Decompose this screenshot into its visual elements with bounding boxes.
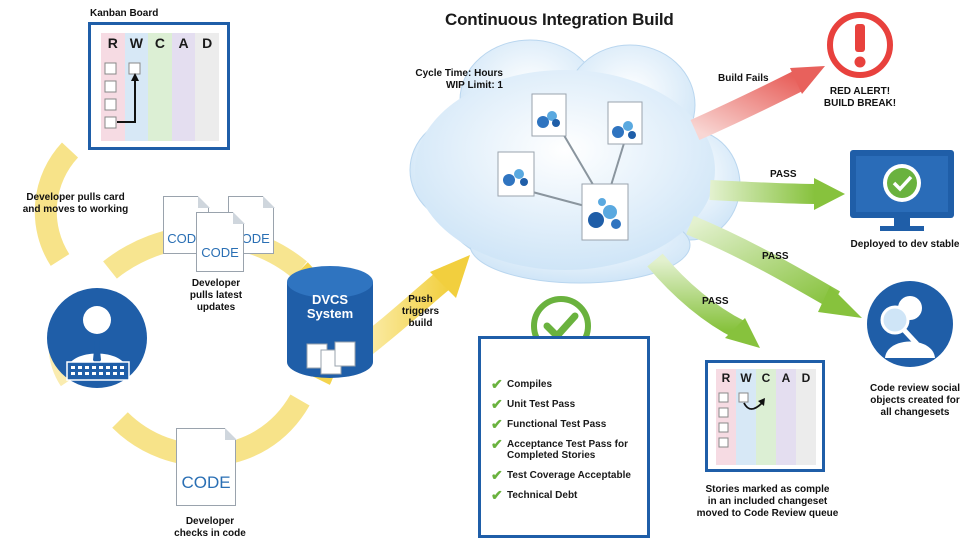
push-triggers-label: Push triggers build bbox=[401, 294, 440, 329]
monitor-icon bbox=[850, 150, 954, 231]
gear-document-icon bbox=[531, 93, 567, 137]
check-icon: ✔ bbox=[491, 487, 503, 503]
kanban-col-a: A bbox=[171, 33, 196, 141]
code-review-label: Code review social objects created for a… bbox=[869, 383, 961, 418]
dvcs-label: DVCS System bbox=[306, 292, 354, 321]
pass-label-stories: PASS bbox=[702, 296, 729, 307]
checklist-items: ✔Compiles ✔Unit Test Pass ✔Functional Te… bbox=[491, 376, 639, 503]
checklist-item: ✔Technical Debt bbox=[491, 487, 578, 503]
kanban-col-w: W bbox=[124, 33, 149, 141]
kanban-board-top: R W C A D bbox=[88, 22, 230, 150]
check-icon: ✔ bbox=[491, 436, 503, 452]
build-checklist: ✔Compiles ✔Unit Test Pass ✔Functional Te… bbox=[478, 336, 650, 538]
alert-icon bbox=[827, 12, 893, 78]
pass-arrow-deploy bbox=[709, 178, 845, 210]
pulls-latest-label: Developer pulls latest updates bbox=[189, 278, 243, 313]
pass-label-deploy: PASS bbox=[770, 169, 797, 180]
check-icon: ✔ bbox=[491, 416, 503, 432]
check-icon: ✔ bbox=[491, 467, 503, 483]
checklist-item: ✔Compiles bbox=[491, 376, 553, 392]
pass-label-review: PASS bbox=[762, 251, 789, 262]
developer-avatar bbox=[47, 288, 147, 388]
kanban-col-c: C bbox=[756, 369, 776, 465]
kanban-board-label: Kanban Board bbox=[90, 8, 159, 19]
kanban-columns: R W C A D bbox=[716, 369, 816, 465]
build-fails-arrow bbox=[690, 66, 825, 141]
build-fails-label: Build Fails bbox=[718, 73, 769, 84]
deployed-label: Deployed to dev stable bbox=[850, 239, 960, 250]
kanban-col-d: D bbox=[195, 33, 219, 141]
code-review-avatar bbox=[867, 281, 953, 367]
checklist-item: ✔Test Coverage Acceptable bbox=[491, 467, 631, 483]
gear-document-icon bbox=[607, 101, 643, 145]
stories-marked-label: Stories marked as comple in an included … bbox=[696, 484, 839, 519]
code-document: CODE bbox=[196, 211, 245, 272]
code-document-checkin: CODE bbox=[176, 427, 237, 506]
checklist-item: ✔Acceptance Test Pass for Completed Stor… bbox=[491, 436, 628, 461]
kanban-cards bbox=[104, 62, 141, 129]
check-icon: ✔ bbox=[491, 396, 503, 412]
kanban-cards bbox=[718, 392, 765, 448]
kanban-col-d: D bbox=[796, 369, 816, 465]
pass-arrow-review bbox=[686, 215, 862, 318]
checklist-item: ✔Functional Test Pass bbox=[491, 416, 607, 432]
check-icon: ✔ bbox=[491, 376, 503, 392]
kanban-col-c: C bbox=[148, 33, 172, 141]
cycle-time-label: Cycle Time: Hours bbox=[415, 68, 503, 79]
red-alert-label: RED ALERT! BUILD BREAK! bbox=[823, 86, 897, 109]
pulls-card-label: Developer pulls card and moves to workin… bbox=[22, 192, 129, 215]
kanban-col-a: A bbox=[776, 369, 796, 465]
checklist-item: ✔Unit Test Pass bbox=[491, 396, 576, 412]
checks-in-label: Developer checks in code bbox=[174, 516, 246, 539]
gear-document-icon bbox=[497, 151, 535, 197]
pass-arrow-stories bbox=[647, 253, 760, 348]
page-title: Continuous Integration Build bbox=[445, 10, 674, 29]
kanban-board-bottom: R W C A D bbox=[705, 360, 825, 472]
dvcs-cylinder bbox=[287, 266, 373, 378]
gear-document-icon bbox=[581, 183, 629, 241]
build-artifacts bbox=[497, 93, 643, 241]
wip-limit-label: WIP Limit: 1 bbox=[445, 80, 503, 91]
